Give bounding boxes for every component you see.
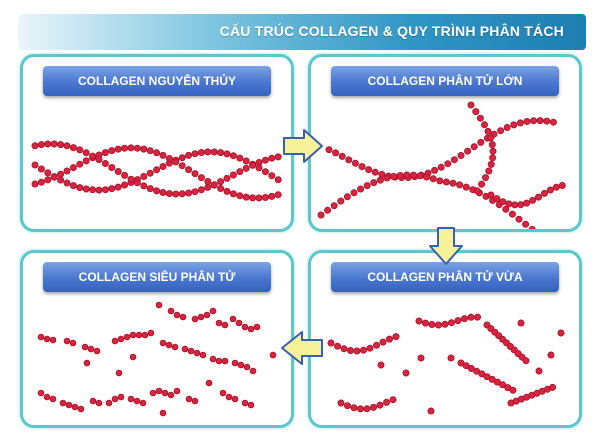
title-banner: CẤU TRÚC COLLAGEN & QUY TRÌNH PHÂN TÁCH (18, 14, 586, 50)
label-large-molecule: COLLAGEN PHÂN TỬ LỚN (331, 66, 559, 96)
panel-large-molecule: COLLAGEN PHÂN TỬ LỚN (308, 54, 582, 232)
label-medium-molecule: COLLAGEN PHÂN TỬ VỪA (331, 262, 559, 292)
arrow-right-icon (283, 129, 323, 163)
panel-native-collagen: COLLAGEN NGUYÊN THỦY (20, 54, 294, 232)
medium-molecule-segments (327, 313, 565, 415)
arrow-down-icon (429, 227, 463, 265)
panel-super-molecule: COLLAGEN SIÊU PHÂN TỬ (20, 250, 294, 428)
panel-medium-molecule: COLLAGEN PHÂN TỬ VỪA (308, 250, 582, 428)
label-native-collagen: COLLAGEN NGUYÊN THỦY (43, 66, 271, 96)
arrow-left-icon (281, 331, 323, 365)
native-triple-helix (31, 140, 282, 202)
diagram-title: CẤU TRÚC COLLAGEN & QUY TRÌNH PHÂN TÁCH (219, 23, 564, 39)
label-super-molecule: COLLAGEN SIÊU PHÂN TỬ (43, 262, 271, 292)
large-molecule-strands (317, 101, 566, 229)
super-molecule-fragments (37, 301, 277, 417)
